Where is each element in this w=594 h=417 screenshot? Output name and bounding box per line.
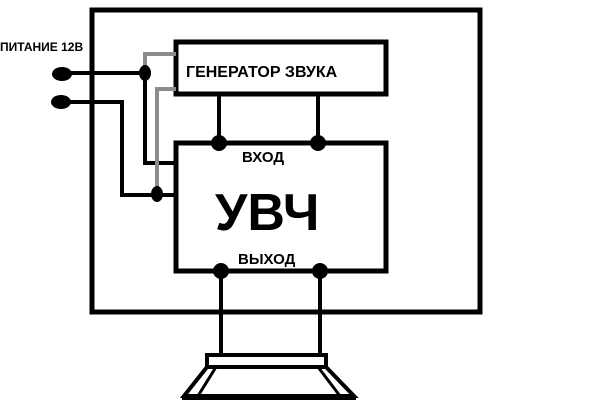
sound-generator-box xyxy=(173,39,389,97)
speaker-cone-inner-right xyxy=(316,366,342,397)
power-label: ПИТАНИЕ 12В xyxy=(0,40,83,54)
input-terminal-right xyxy=(310,135,326,151)
amplifier-title: УВЧ xyxy=(215,184,319,242)
power-wire-negative xyxy=(61,100,176,197)
output-terminal-right xyxy=(312,263,328,279)
sound-generator-label: ГЕНЕРАТОР ЗВУКА xyxy=(186,64,338,81)
junction-dot-positive xyxy=(139,65,151,81)
power-wire-positive xyxy=(62,71,176,165)
speaker-cone-inner-left xyxy=(196,366,218,397)
amplifier-input-label: ВХОД xyxy=(242,149,284,166)
generator-supply-wire-2 xyxy=(155,87,176,195)
output-terminal-left xyxy=(213,263,229,279)
amplifier-box xyxy=(173,140,389,274)
enclosure-box xyxy=(89,7,483,315)
input-terminal-left xyxy=(211,135,227,151)
amplifier-output-label: ВЫХОД xyxy=(238,251,296,268)
junction-dot-negative xyxy=(151,186,163,202)
